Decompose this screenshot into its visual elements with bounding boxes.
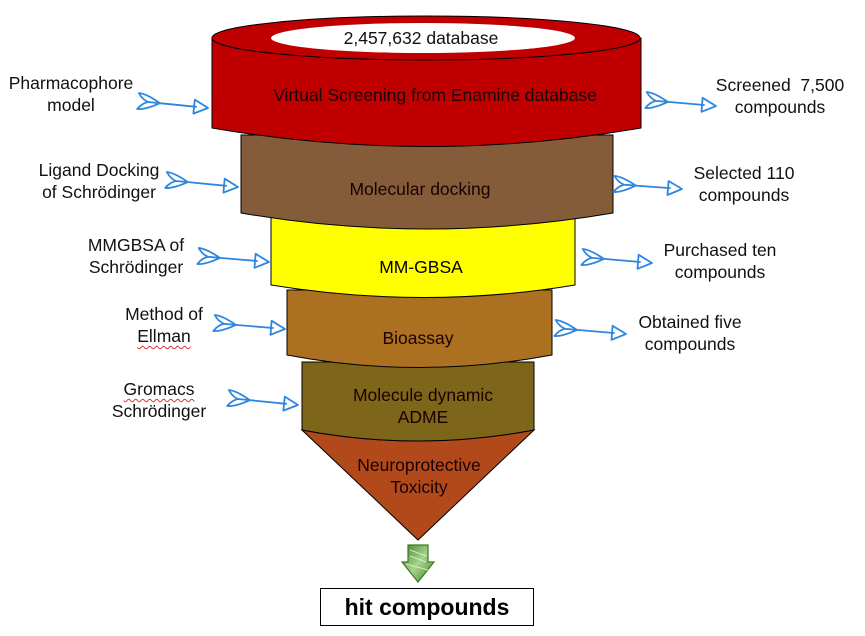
- left-arrow-ellman-icon: [212, 314, 286, 336]
- right-label-screened: Screened 7,500 compounds: [715, 75, 845, 117]
- layer-virtual-screening: [211, 15, 642, 147]
- right-arrow-screened-icon: [644, 91, 717, 113]
- right-label-selected: Selected 110 compounds: [693, 163, 795, 205]
- database-ellipse: [271, 23, 575, 53]
- left-arrow-mmgbsa-icon: [196, 247, 270, 269]
- right-arrow-selected-icon: [612, 175, 683, 196]
- hit-compounds-box: hit compounds: [320, 588, 534, 626]
- left-label-ellman: Method of Ellman: [125, 304, 203, 346]
- layer-mm-gbsa: [270, 214, 576, 298]
- layer-label-neuroprotective-2: Toxicity: [390, 477, 448, 497]
- layer-label-molecular-docking: Molecular docking: [349, 179, 490, 199]
- layer-label-molecule-dynamic-1: Molecule dynamic: [353, 385, 493, 405]
- layer-label-mm-gbsa: MM-GBSA: [379, 257, 463, 277]
- left-label-mmgbsa: MMGBSA of Schrödinger: [87, 235, 185, 277]
- right-label-obtained: Obtained five compounds: [638, 312, 742, 354]
- layer-molecule-dynamic: [301, 361, 535, 442]
- right-label-purchased: Purchased ten compounds: [663, 240, 777, 282]
- layer-bioassay: [286, 289, 553, 368]
- down-arrow-icon: [400, 544, 436, 583]
- left-arrow-pharmacophore-icon: [136, 92, 209, 115]
- layer-label-virtual-screening: Virtual Screening from Enamine database: [273, 85, 597, 105]
- left-label-gromacs: Gromacs Schrödinger: [111, 379, 207, 421]
- right-arrow-purchased-icon: [580, 248, 653, 270]
- left-arrow-ligand-docking-icon: [164, 171, 239, 194]
- layer-label-bioassay: Bioassay: [382, 328, 453, 348]
- right-arrow-obtained-icon: [553, 319, 627, 341]
- left-label-ligand-docking: Ligand Docking of Schrödinger: [38, 160, 160, 202]
- left-label-pharmacophore: Pharmacophore model: [8, 73, 134, 115]
- left-arrow-gromacs-icon: [226, 389, 299, 412]
- layer-label-molecule-dynamic-2: ADME: [398, 407, 449, 427]
- hit-compounds-label: hit compounds: [344, 593, 510, 620]
- layer-molecular-docking: [240, 134, 614, 230]
- layer-label-neuroprotective-1: Neuroprotective: [357, 455, 481, 475]
- top-ellipse-label: 2,457,632 database: [344, 28, 499, 48]
